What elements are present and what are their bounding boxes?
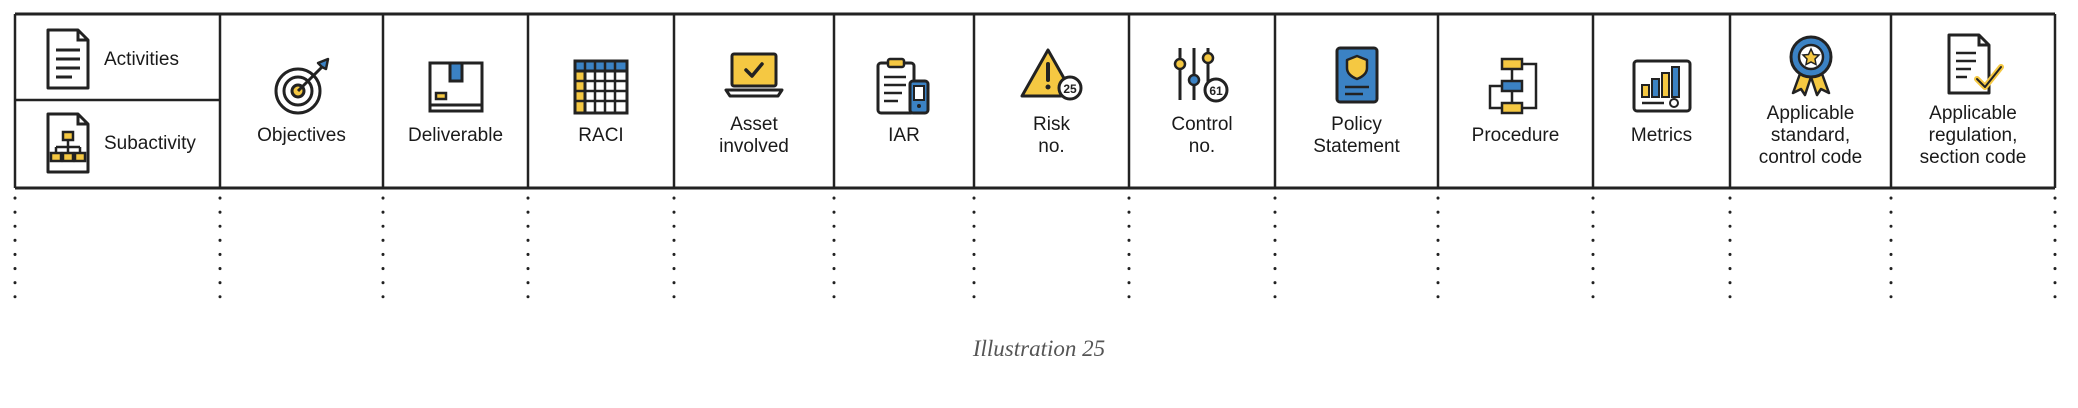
column-objectives: Objectives bbox=[220, 14, 383, 188]
grid-table-icon bbox=[573, 59, 629, 115]
clipboard-phone-icon bbox=[876, 57, 930, 115]
row-header-activities: Activities bbox=[42, 28, 179, 92]
column-applicable-standard: Applicable standard, control code bbox=[1730, 14, 1891, 188]
activity-mapping-table: Activities Subactivity Objectives bbox=[13, 12, 2057, 306]
award-ribbon-icon bbox=[1789, 35, 1832, 97]
column-raci: RACI bbox=[528, 14, 674, 188]
column-applicable-regulation: Applicable regulation, section code bbox=[1891, 14, 2055, 188]
svg-text:61: 61 bbox=[1209, 84, 1223, 98]
column-risk-no: 25 Risk no. bbox=[974, 14, 1129, 188]
laptop-check-icon bbox=[724, 52, 784, 98]
activities-label: Activities bbox=[104, 49, 179, 70]
org-chart-document-icon bbox=[46, 112, 90, 174]
column-control-no: 61 Control no. bbox=[1129, 14, 1275, 188]
checklist-document-icon bbox=[1947, 33, 2004, 95]
shield-document-icon bbox=[1335, 46, 1378, 104]
box-icon bbox=[428, 61, 483, 113]
bar-chart-icon bbox=[1632, 59, 1691, 113]
sliders-badge-icon: 61 bbox=[1173, 48, 1229, 103]
column-metrics: Metrics bbox=[1593, 14, 1730, 188]
table-grid bbox=[13, 12, 2057, 306]
svg-text:25: 25 bbox=[1063, 82, 1077, 96]
flowchart-icon bbox=[1488, 57, 1537, 115]
warning-badge-icon: 25 bbox=[1020, 48, 1082, 101]
row-header-subactivity: Subactivity bbox=[42, 112, 196, 176]
column-deliverable: Deliverable bbox=[383, 14, 528, 188]
column-procedure: Procedure bbox=[1438, 14, 1593, 188]
column-iar: IAR bbox=[834, 14, 974, 188]
document-list-icon bbox=[46, 28, 90, 90]
subactivity-label: Subactivity bbox=[104, 133, 196, 154]
column-asset-involved: Asset involved bbox=[674, 14, 834, 188]
column-policy-statement: Policy Statement bbox=[1275, 14, 1438, 188]
target-icon bbox=[274, 57, 329, 115]
figure-caption: Illustration 25 bbox=[972, 336, 1106, 361]
